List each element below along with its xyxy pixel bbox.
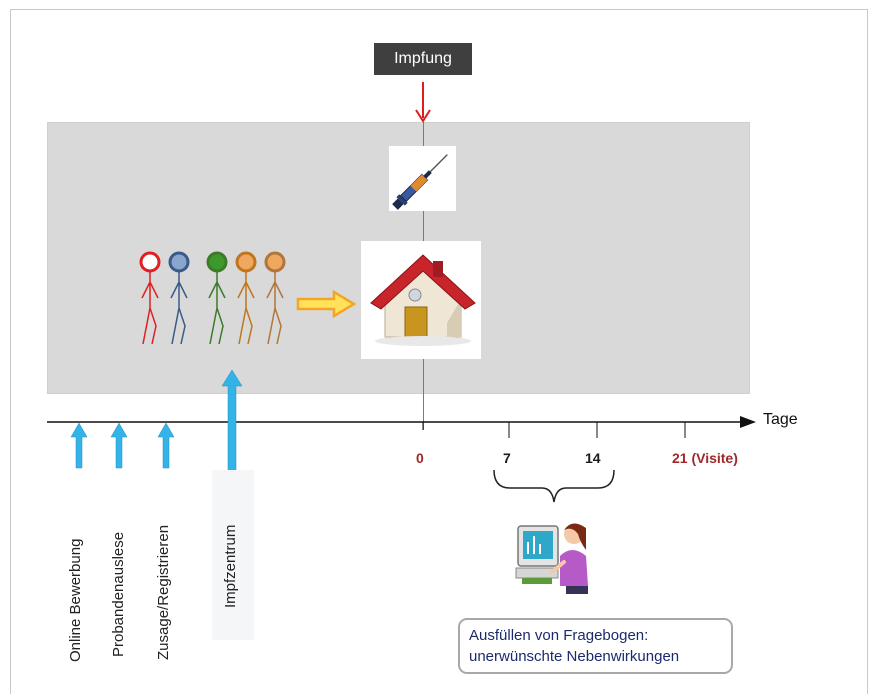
woman-at-computer-icon xyxy=(515,523,588,594)
stick-figure xyxy=(206,251,228,345)
stick-figure xyxy=(264,251,286,345)
curly-brace-icon xyxy=(493,469,615,503)
step-label-probandenauslese: Probandenauslese xyxy=(110,531,127,657)
syringe-icon xyxy=(389,146,456,211)
stick-figure xyxy=(139,251,161,345)
step-label-zusage-registrieren: Zusage/Registrieren xyxy=(155,524,172,660)
tick-label-7: 7 xyxy=(503,450,511,466)
house-icon xyxy=(361,241,481,359)
stick-figure xyxy=(235,251,257,345)
yellow-arrow-icon xyxy=(296,289,357,319)
impfung-label: Impfung xyxy=(374,43,472,75)
callout-line-2: unerwünschte Nebenwirkungen xyxy=(469,648,680,665)
stick-figure xyxy=(168,251,190,345)
callout-line-1: Ausfüllen von Fragebogen: xyxy=(469,627,649,644)
diagram-frame xyxy=(10,9,868,694)
step-label-impfzentrum: Impfzentrum xyxy=(222,524,239,608)
tick-label-0: 0 xyxy=(416,450,424,466)
axis-unit-label: Tage xyxy=(763,411,798,428)
tick-label-14: 14 xyxy=(585,450,601,466)
step-label-online-bewerbung: Online Bewerbung xyxy=(67,538,84,662)
tick-label-21: 21 (Visite) xyxy=(672,450,738,466)
impfzentrum-label-background xyxy=(212,470,254,640)
stick-figures-icon xyxy=(139,251,286,345)
questionnaire-callout: Ausfüllen von Fragebogen: unerwünschte N… xyxy=(458,618,733,674)
